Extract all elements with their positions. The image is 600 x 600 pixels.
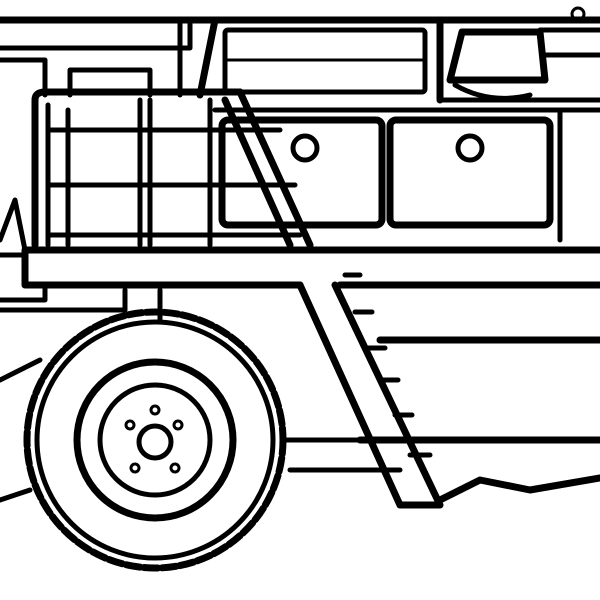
lower-ladder	[296, 272, 444, 509]
deck	[0, 197, 600, 323]
front-wheel	[23, 308, 287, 572]
lower-body	[0, 336, 600, 504]
rim-inner	[97, 382, 213, 498]
tire-outer	[23, 308, 287, 572]
handrail	[31, 67, 303, 249]
rim	[73, 358, 237, 522]
storage-boxes	[212, 107, 600, 243]
lug-nuts	[124, 404, 184, 474]
latch-icon	[455, 133, 485, 163]
air-cleaner	[437, 6, 600, 103]
storage-box-right	[386, 116, 554, 229]
ladder-steps	[342, 272, 433, 458]
top-frame	[0, 16, 600, 98]
storage-box-left	[218, 116, 386, 229]
tire-tread	[34, 319, 276, 561]
hub	[136, 423, 174, 461]
cab	[196, 16, 444, 104]
latch-icon	[290, 133, 320, 163]
